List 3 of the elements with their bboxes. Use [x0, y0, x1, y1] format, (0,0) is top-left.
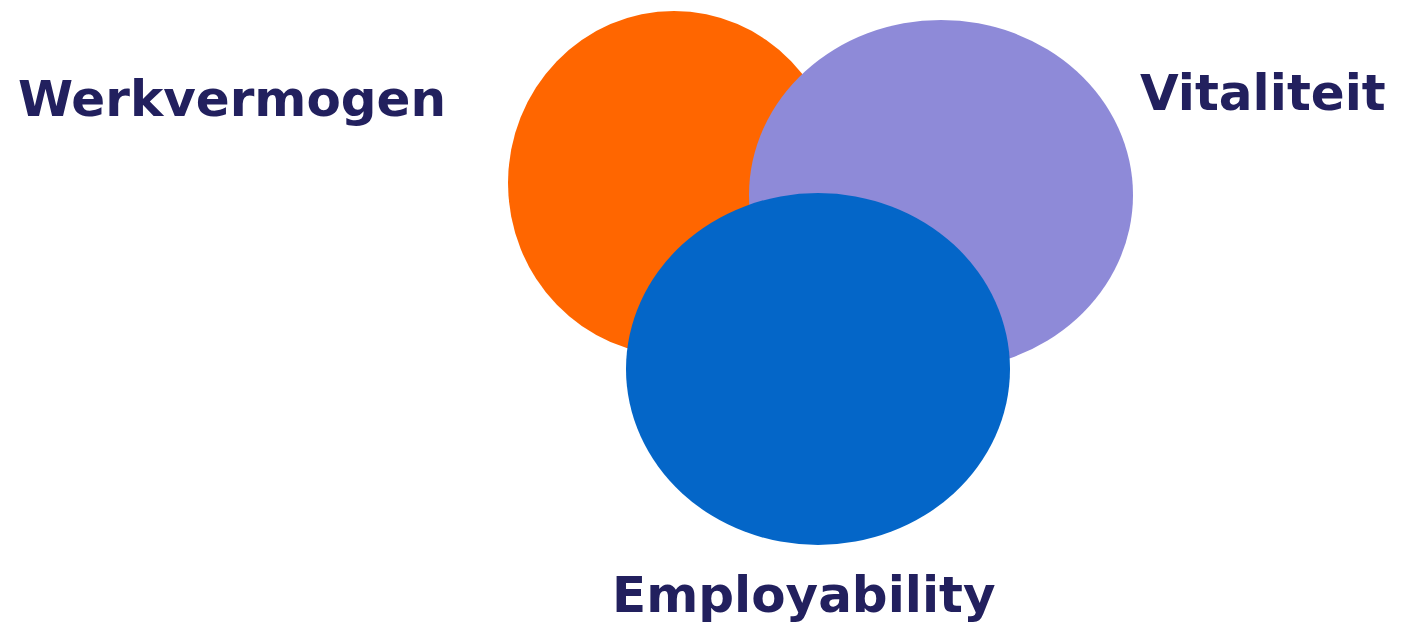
circle-label: Employability	[612, 570, 996, 620]
circle-label: Werkvermogen	[18, 74, 447, 124]
circle-label: Vitaliteit	[1140, 68, 1386, 118]
